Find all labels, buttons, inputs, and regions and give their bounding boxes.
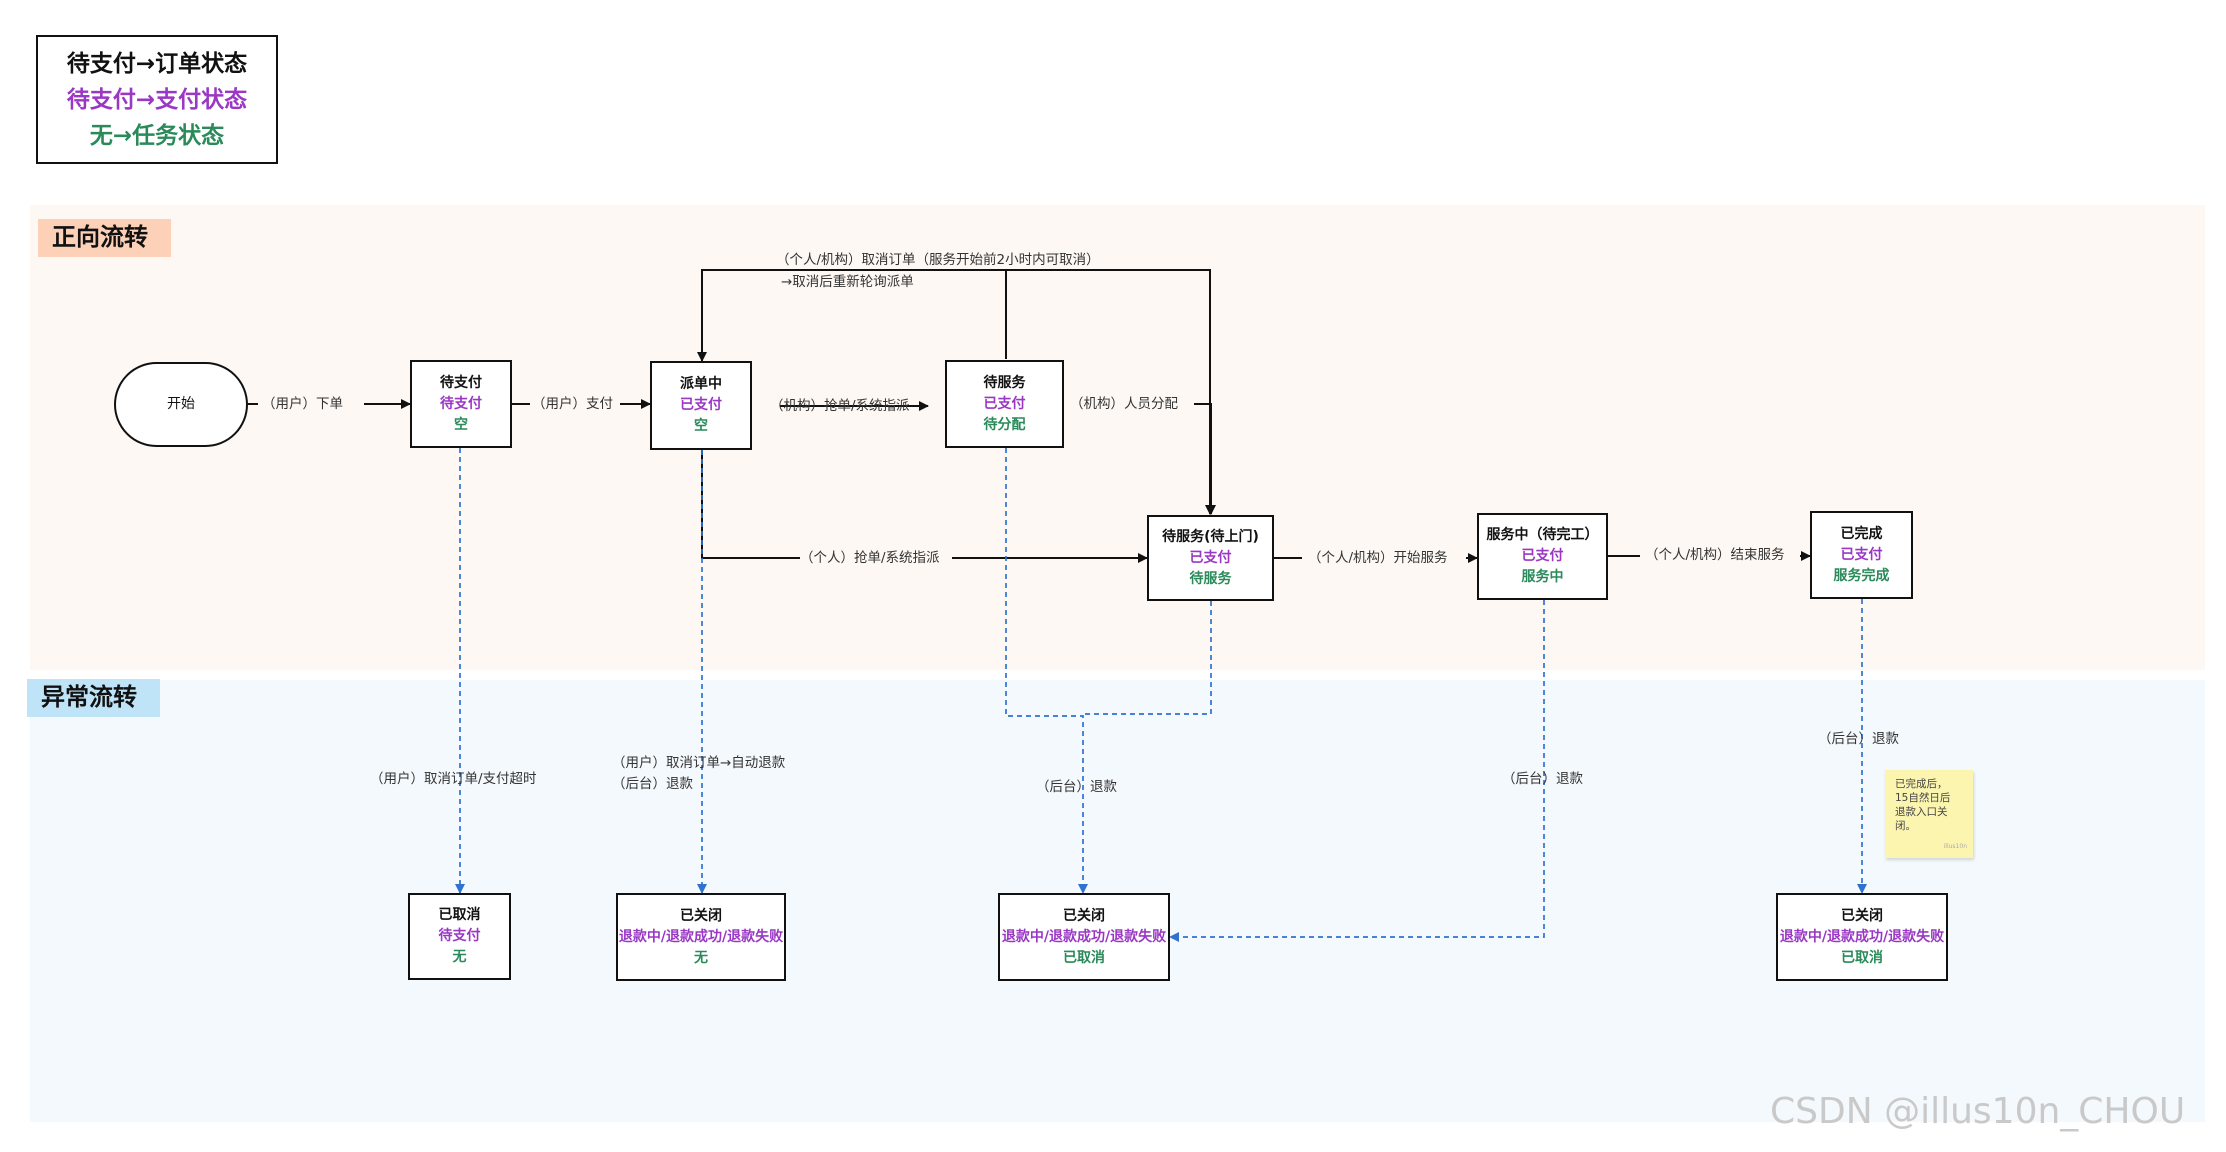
node-closed-1: 已关闭 退款中/退款成功/退款失败 无 (616, 893, 786, 981)
edge-pending-service-to-closed-2 (1005, 448, 1088, 894)
order-status: 派单中 (680, 376, 722, 392)
order-status: 已完成 (1840, 525, 1883, 542)
legend-order-status: 待支付→订单状态 (66, 50, 248, 77)
legend-task-status: 无→任务状态 (89, 122, 225, 149)
node-closed-3: 已关闭 退款中/退款成功/退款失败 已取消 (1776, 893, 1948, 981)
order-status: 已关闭 (1063, 907, 1105, 924)
payment-status: 已支付 (983, 395, 1026, 412)
legend-box: 待支付→订单状态 待支付→支付状态 无→任务状态 (36, 35, 278, 164)
edge-label-grab-dispatch-org: （机构）抢单/系统指派 (770, 398, 910, 414)
sticky-note-line: 已完成后， (1895, 778, 1948, 790)
edge-label-assign-staff: （机构）人员分配 (1070, 396, 1178, 412)
start-node: 开始 (114, 362, 248, 447)
order-status: 待支付 (440, 374, 482, 391)
node-pending-payment: 待支付 待支付 空 (410, 360, 512, 448)
node-in-service: 服务中（待完工） 已支付 服务中 (1477, 513, 1608, 600)
edge-dispatching-to-pending-visit (701, 450, 1147, 558)
node-pending-service: 待服务 已支付 待分配 (945, 360, 1064, 448)
watermark: CSDN @illus10n_CHOU (1770, 1091, 2186, 1132)
task-status: 无 (452, 949, 467, 965)
edge-label-pay: （用户）支付 (532, 396, 613, 412)
payment-status: 已支付 (1840, 546, 1883, 563)
edge-cancel-to-pending-visit (1006, 269, 1215, 515)
payment-status: 退款中/退款成功/退款失败 (1779, 928, 1945, 945)
node-closed-2: 已关闭 退款中/退款成功/退款失败 已取消 (998, 893, 1170, 981)
edge-label-backend-refund-4: （后台）退款 (1818, 731, 1899, 747)
order-status: 已取消 (438, 907, 481, 923)
node-pending-visit: 待服务(待上门) 已支付 待服务 (1147, 515, 1274, 601)
payment-status: 已支付 (680, 397, 722, 413)
order-status: 服务中（待完工） (1486, 527, 1599, 543)
task-status: 服务完成 (1833, 567, 1890, 584)
edge-label-user-cancel-refund: （用户）取消订单→自动退款 (612, 755, 786, 771)
sticky-note-signature: illus10n (1943, 843, 1967, 850)
payment-status: 待支付 (440, 395, 482, 412)
order-status: 已关闭 (1841, 907, 1883, 924)
task-status: 空 (454, 416, 468, 433)
sticky-note-line: 退款入口关 (1895, 806, 1948, 818)
payment-status: 已支付 (1189, 549, 1232, 566)
edge-label-start-service: （个人/机构）开始服务 (1308, 550, 1448, 566)
task-status: 已取消 (1841, 949, 1883, 966)
node-completed: 已完成 已支付 服务完成 (1810, 511, 1913, 599)
edge-label-cancel-reassign: →取消后重新轮询派单 (781, 274, 914, 290)
payment-status: 退款中/退款成功/退款失败 (618, 928, 784, 945)
payment-status: 已支付 (1521, 548, 1564, 564)
edge-pending-visit-to-closed-2 (1083, 601, 1212, 715)
task-status: 服务中 (1521, 569, 1564, 585)
edge-label-grab-dispatch-individual: （个人）抢单/系统指派 (800, 550, 940, 566)
edge-label-backend-refund: （后台）退款 (612, 776, 693, 792)
legend-payment-status: 待支付→支付状态 (66, 86, 248, 113)
payment-status: 退款中/退款成功/退款失败 (1001, 928, 1167, 945)
edge-label-backend-refund-3: （后台）退款 (1502, 771, 1583, 787)
edge-in-service-to-closed-2 (1169, 600, 1545, 942)
node-dispatching: 派单中 已支付 空 (650, 361, 752, 450)
task-status: 已取消 (1063, 949, 1105, 966)
sticky-note: 已完成后， 15自然日后 退款入口关 闭。 illus10n (1885, 770, 1973, 858)
exception-lane-title: 异常流转 (27, 679, 160, 717)
order-status: 待服务(待上门) (1162, 528, 1259, 545)
start-label: 开始 (167, 396, 195, 412)
task-status: 待服务 (1189, 570, 1232, 587)
order-status: 已关闭 (680, 907, 722, 924)
task-status: 空 (694, 418, 708, 434)
edge-label-cancel-order: （个人/机构）取消订单（服务开始前2小时内可取消） (776, 252, 1100, 268)
edge-label-backend-refund-2: （后台）退款 (1036, 779, 1117, 795)
task-status: 无 (694, 949, 708, 966)
forward-lane-title: 正向流转 (38, 219, 171, 257)
sticky-note-line: 15自然日后 (1895, 792, 1951, 804)
payment-status: 待支付 (438, 928, 481, 944)
edge-pending-service-to-pending-visit (1194, 403, 1216, 515)
sticky-note-line: 闭。 (1895, 820, 1916, 832)
node-cancelled: 已取消 待支付 无 (408, 893, 511, 980)
edge-label-place-order: （用户）下单 (262, 396, 343, 412)
edge-label-finish-service: （个人/机构）结束服务 (1645, 547, 1785, 563)
edge-label-user-cancel-timeout: （用户）取消订单/支付超时 (370, 771, 537, 787)
task-status: 待分配 (983, 416, 1026, 433)
edge-cancel-back-to-dispatching (697, 269, 1007, 362)
order-status: 待服务 (983, 374, 1026, 391)
